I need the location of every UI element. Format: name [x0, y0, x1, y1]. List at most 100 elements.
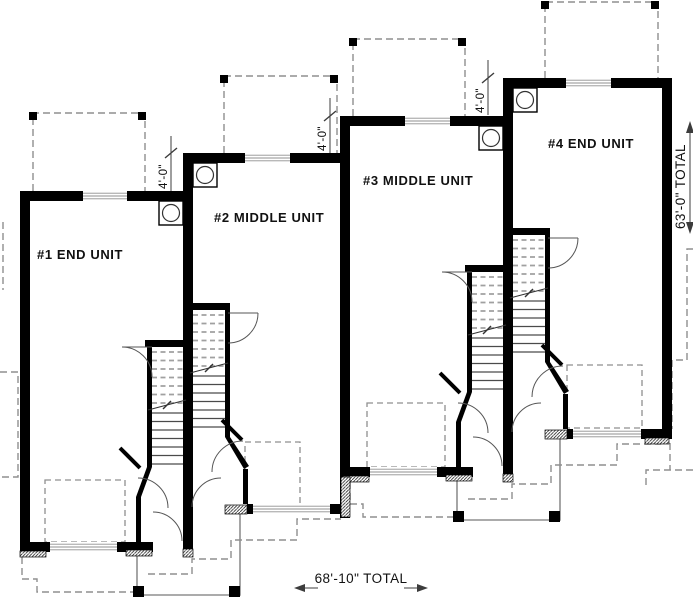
wall [147, 340, 152, 467]
overhang-dashed-outline [468, 443, 661, 500]
wall-angled [456, 392, 472, 422]
wall [467, 265, 472, 392]
door-sill-hatch [19, 550, 47, 558]
door-swing-arc [137, 477, 169, 509]
wall [563, 394, 568, 429]
door-sill-hatch [644, 437, 670, 445]
deck-post [651, 1, 659, 9]
sills [19, 429, 670, 558]
deck-post [349, 38, 357, 46]
door-sill-hatch [224, 504, 248, 515]
dimensions [164, 60, 693, 592]
porch-post [229, 586, 240, 597]
deck-post [330, 75, 338, 83]
door-sill-hatch [445, 474, 473, 482]
door-swing-arc [531, 365, 564, 398]
wall [193, 303, 230, 310]
overhang-dashed-outline [349, 482, 457, 518]
door-swing-arc [227, 312, 259, 344]
overhead-dashed-rect [566, 364, 643, 429]
column-circle-in-square [515, 90, 535, 110]
overhang-dashed-outline [671, 248, 693, 429]
offset-dim-3-label: 4'-0" [475, 88, 487, 113]
deck-post [458, 38, 466, 46]
door-arcs [121, 237, 579, 542]
overhead-dashed-rect [244, 441, 301, 508]
deck-dashed-outline [223, 75, 338, 153]
total-depth-label: 63'-0" TOTAL [673, 144, 688, 229]
wall [20, 191, 30, 552]
door-swing-arc [457, 402, 489, 434]
deck-dashed-outline [544, 1, 659, 78]
dimension-arrowhead [686, 222, 693, 234]
column-circle-in-square [161, 203, 181, 223]
wall [243, 469, 248, 504]
deck-post [220, 75, 228, 83]
porch-post [133, 586, 144, 597]
wall [225, 303, 230, 437]
door-swing-arc [547, 237, 579, 269]
dimension-tick [323, 110, 337, 122]
column-circle-in-square [481, 128, 501, 148]
wall-angled [136, 467, 152, 497]
door-sill-hatch [125, 549, 153, 557]
porches [133, 439, 561, 597]
door-leaf [118, 446, 142, 470]
offset-dim-2-label: 4'-0" [317, 126, 329, 151]
unit-3-label: #3 MIDDLE UNIT [363, 173, 473, 188]
unit-1-label: #1 END UNIT [37, 247, 123, 262]
dimension-tick [481, 72, 495, 84]
wall [136, 497, 141, 542]
stair-break-tick [482, 325, 492, 335]
wall [513, 228, 550, 235]
deck-post [29, 112, 37, 120]
overhang-dashed-outline [148, 518, 341, 575]
dimension-arrowhead [417, 584, 428, 592]
door-leaf [540, 343, 564, 367]
deck-post [541, 1, 549, 9]
deck-post [138, 112, 146, 120]
door-leaf [438, 371, 462, 395]
porch-post [549, 511, 560, 522]
door-sill-hatch [544, 429, 568, 440]
column-circle-in-square [195, 165, 215, 185]
overhang-dashed-outline [645, 469, 693, 488]
door-sill-hatch [502, 473, 514, 483]
wall [545, 228, 550, 362]
porch-post [453, 511, 464, 522]
overhang-dashed-outline [21, 557, 137, 593]
total-width-label: 68'-10" TOTAL [315, 571, 408, 586]
door-sill-hatch [340, 476, 351, 518]
overhead-dashed-rect [366, 402, 446, 468]
wall [503, 78, 513, 482]
stair-break-tick [204, 363, 214, 373]
door-swing-arc [472, 436, 503, 467]
offset-dim-1-label: 4'-0" [158, 164, 170, 189]
wall [456, 422, 461, 467]
door-swing-arc [211, 440, 244, 473]
unit-4-label: #4 END UNIT [548, 136, 634, 151]
wall-angled [545, 362, 569, 394]
overhead-dashed-rect [44, 479, 126, 543]
door-swing-arc [511, 402, 542, 433]
dimension-arrowhead [686, 121, 693, 133]
deck-dashed-outline [352, 38, 466, 116]
wall-angled [225, 437, 249, 469]
unit-2-label: #2 MIDDLE UNIT [214, 210, 324, 225]
stair-break-tick [162, 400, 172, 410]
deck-outlines [29, 1, 659, 191]
windows [50, 78, 641, 552]
door-swing-arc [191, 477, 222, 508]
columns [158, 87, 538, 226]
wall [183, 153, 193, 557]
door-swing-arc [152, 511, 183, 542]
dimension-arrowhead [294, 584, 305, 592]
dimension-tick [164, 147, 178, 159]
stair-break-tick [524, 288, 534, 298]
wall [145, 340, 183, 347]
porch-slab [456, 439, 561, 521]
deck-dashed-outline [32, 112, 146, 191]
